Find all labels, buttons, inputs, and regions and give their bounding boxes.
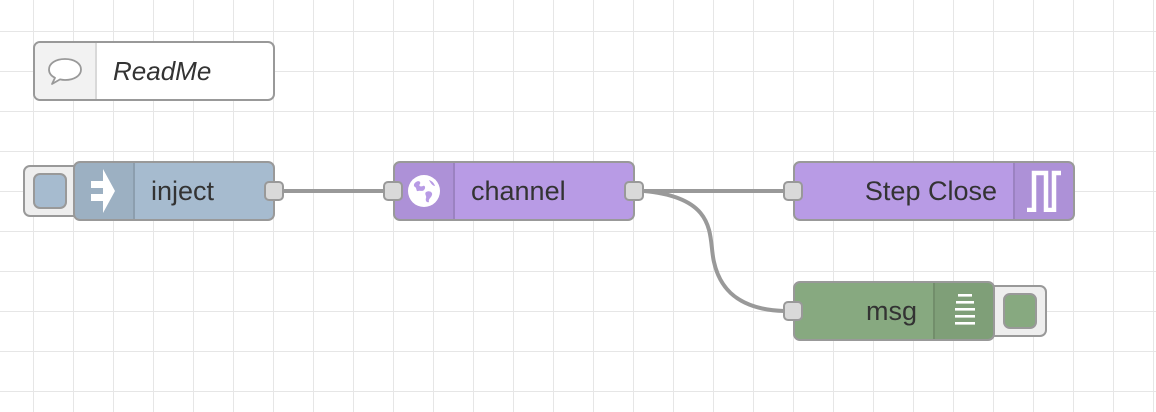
channel-node[interactable]: channel: [393, 161, 635, 221]
debug-list-icon: [933, 283, 993, 339]
debug-toggle-square[interactable]: [1003, 293, 1037, 329]
inject-button-square[interactable]: [33, 173, 67, 209]
comment-icon: [35, 43, 97, 99]
arrow-in-icon: [75, 163, 135, 219]
comment-node-readme[interactable]: ReadMe: [33, 41, 275, 101]
channel-label: channel: [471, 175, 566, 206]
debug-input-port[interactable]: [783, 301, 803, 321]
comment-label: ReadMe: [113, 55, 212, 86]
wire-channel-to-msg[interactable]: [643, 189, 785, 313]
debug-node-msg[interactable]: msg: [793, 281, 995, 341]
inject-node[interactable]: inject: [73, 161, 275, 221]
step-close-node[interactable]: Step Close: [793, 161, 1075, 221]
step-close-label: Step Close: [864, 175, 997, 206]
channel-input-port[interactable]: [383, 181, 403, 201]
inject-label: inject: [151, 175, 215, 206]
step-function-icon: [1013, 163, 1073, 219]
inject-output-port[interactable]: [264, 181, 284, 201]
globe-icon: [395, 163, 455, 219]
step-close-input-port[interactable]: [783, 181, 803, 201]
channel-output-port[interactable]: [624, 181, 644, 201]
debug-label: msg: [865, 295, 917, 326]
